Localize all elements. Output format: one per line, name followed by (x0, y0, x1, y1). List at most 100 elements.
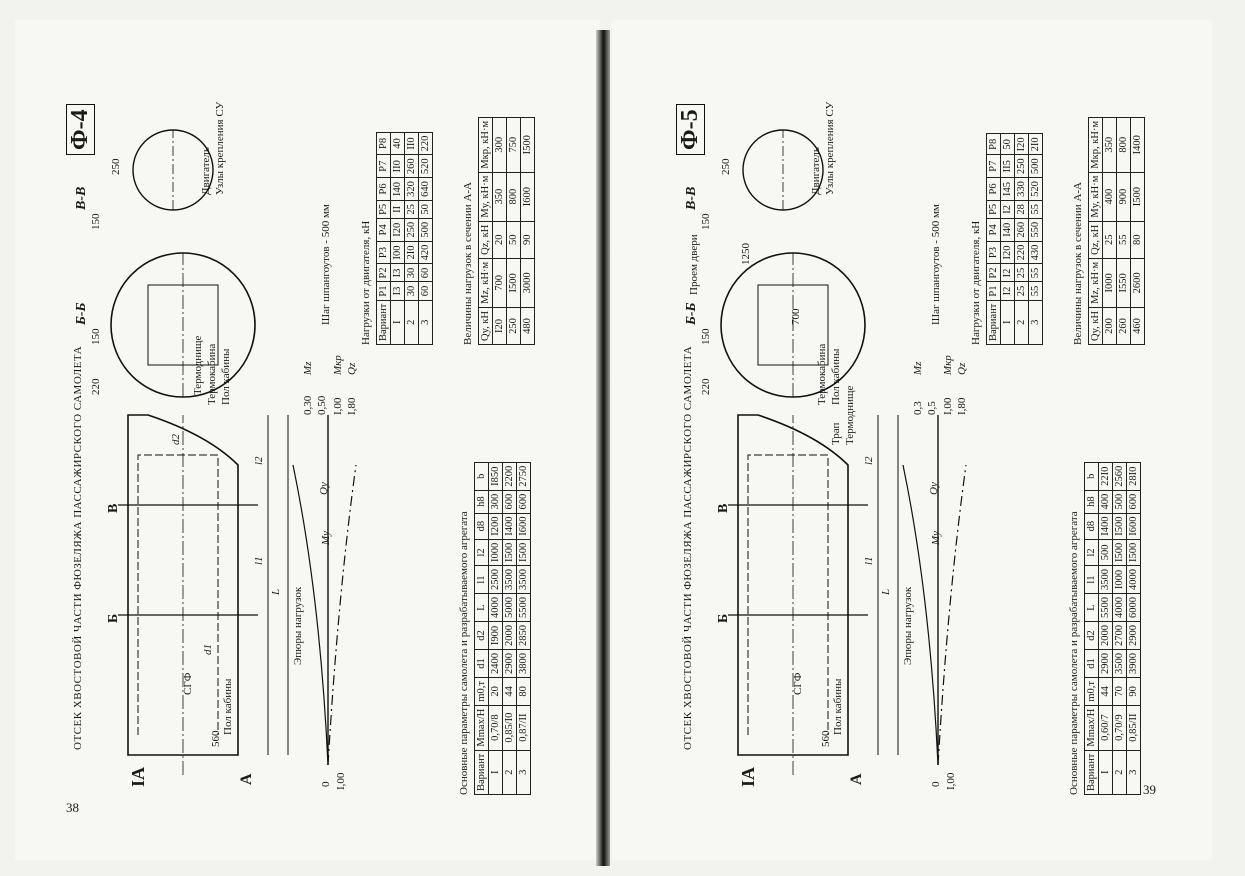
table-cell: I200 (488, 513, 503, 540)
label-step: Шаг шпангоутов - 500 мм (320, 204, 332, 325)
table-cell: I400 (502, 513, 517, 540)
label-250: 250 (110, 158, 122, 176)
table-cell: 20 (492, 221, 507, 259)
params-caption: Основные параметры самолета и разрабатыв… (458, 511, 470, 795)
table-cell: I000 (1112, 565, 1127, 594)
table-cell: 2 (502, 750, 517, 795)
table-cell: 28 (1014, 200, 1029, 219)
engine-caption: Нагрузки от двигателя, кН (970, 220, 982, 345)
table-cell: 700 (492, 258, 507, 308)
table-cell: I400 (1098, 513, 1113, 540)
table-cell: 2900 (1126, 621, 1141, 650)
table-cell: I500 (1130, 172, 1145, 222)
table-cell: I500 (520, 117, 535, 173)
table-cell: I20 (492, 307, 507, 345)
table-cell: II5 (1000, 154, 1015, 178)
table-cell: 50 (418, 200, 433, 219)
table-header-cell: l1 (1084, 565, 1099, 594)
label-My: My (930, 530, 942, 545)
table-header-cell: l1 (474, 565, 489, 594)
label-Qz: Qz (956, 362, 968, 375)
right-sheet-wrapper: ОТСЕК ХВОСТОВОЙ ЧАСТИ ФЮЗЕЛЯЖА ПАССАЖИРС… (676, 95, 1160, 795)
label-l2: l2 (253, 456, 265, 465)
table-header-cell: P5 (376, 200, 391, 219)
mark-ia: IA (128, 766, 148, 787)
table-cell: 25 (1014, 263, 1029, 282)
table-cell: 4000 (1126, 565, 1141, 594)
label-560: 560 (210, 730, 222, 748)
table-cell: 400 (1098, 490, 1113, 514)
fuselage-drawing (110, 129, 357, 775)
engine-caption: Нагрузки от двигателя, кН (360, 220, 372, 345)
table-cell: 0,85/I0 (502, 705, 517, 751)
table-header-cell: P8 (986, 133, 1001, 155)
table-cell: 70 (1112, 677, 1127, 706)
label-Qy: Qy (318, 482, 330, 495)
table-cell: 50 (506, 221, 521, 259)
table-cell: 400 (1102, 172, 1117, 222)
table-cell: I (1098, 750, 1113, 795)
label-Qy: Qy (928, 482, 940, 495)
right-sheet: ОТСЕК ХВОСТОВОЙ ЧАСТИ ФЮЗЕЛЯЖА ПАССАЖИРС… (676, 95, 1160, 795)
label-d2: d2 (170, 434, 182, 445)
label-termodnishche: Термоднище (844, 385, 856, 445)
loads-caption: Величины нагрузок в сечении А-А (1072, 182, 1084, 345)
table-cell: I (1000, 300, 1015, 345)
table-cell: 520 (418, 154, 433, 178)
table-cell: 6000 (1126, 593, 1141, 622)
table-cell: 3 (418, 300, 433, 345)
table-cell: 220 (1014, 241, 1029, 264)
table-cell: I500 (516, 539, 531, 566)
table-cell: 250 (404, 218, 419, 242)
table-cell: II0 (404, 132, 419, 155)
label-03: 0,3 (912, 401, 924, 415)
right-page (612, 20, 1212, 860)
table-cell: 3500 (516, 565, 531, 594)
table-cell: 550 (1028, 218, 1043, 242)
table-cell: I40 (1000, 218, 1015, 242)
mark-v: В (106, 503, 121, 513)
table-cell: I600 (516, 513, 531, 540)
table-cell: 420 (418, 241, 433, 264)
label-560: 560 (820, 730, 832, 748)
table-cell: 44 (1098, 677, 1113, 706)
table-header-cell: Mz, кН·м (478, 258, 493, 308)
table-header-cell: m0,т (474, 677, 489, 706)
params-caption: Основные параметры самолета и разрабатыв… (1068, 511, 1080, 795)
table-cell: 80 (1130, 221, 1145, 259)
table-cell: 2 (1014, 300, 1029, 345)
table-cell: 4000 (1112, 593, 1127, 622)
table-cell: 500 (418, 218, 433, 242)
label-epure: Эпюры нагрузок (902, 586, 914, 665)
sheet-title: ОТСЕК ХВОСТОВОЙ ЧАСТИ ФЮЗЕЛЯЖА ПАССАЖИРС… (682, 345, 694, 750)
table-header-cell: d2 (1084, 621, 1099, 650)
label-step: Шаг шпангоутов - 500 мм (930, 204, 942, 325)
table-cell: 2900 (502, 649, 517, 678)
table-cell: 800 (1116, 117, 1131, 173)
table-cell: 0,70/8 (488, 705, 503, 751)
table-cell: I500 (506, 258, 521, 308)
table-cell: 55 (1028, 282, 1043, 301)
label-pol-kabiny-left: Пол кабины (222, 678, 234, 735)
table-cell: 2200 (502, 462, 517, 491)
label-050: 0,50 (316, 395, 328, 415)
table-cell: 20 (488, 677, 503, 706)
label-L: L (880, 588, 892, 595)
table-cell: 260 (1116, 307, 1131, 345)
table-cell: 2750 (516, 462, 531, 491)
fuselage-drawing (720, 129, 967, 775)
table-cell: 2 (404, 300, 419, 345)
table-cell: 25 (1014, 282, 1029, 301)
